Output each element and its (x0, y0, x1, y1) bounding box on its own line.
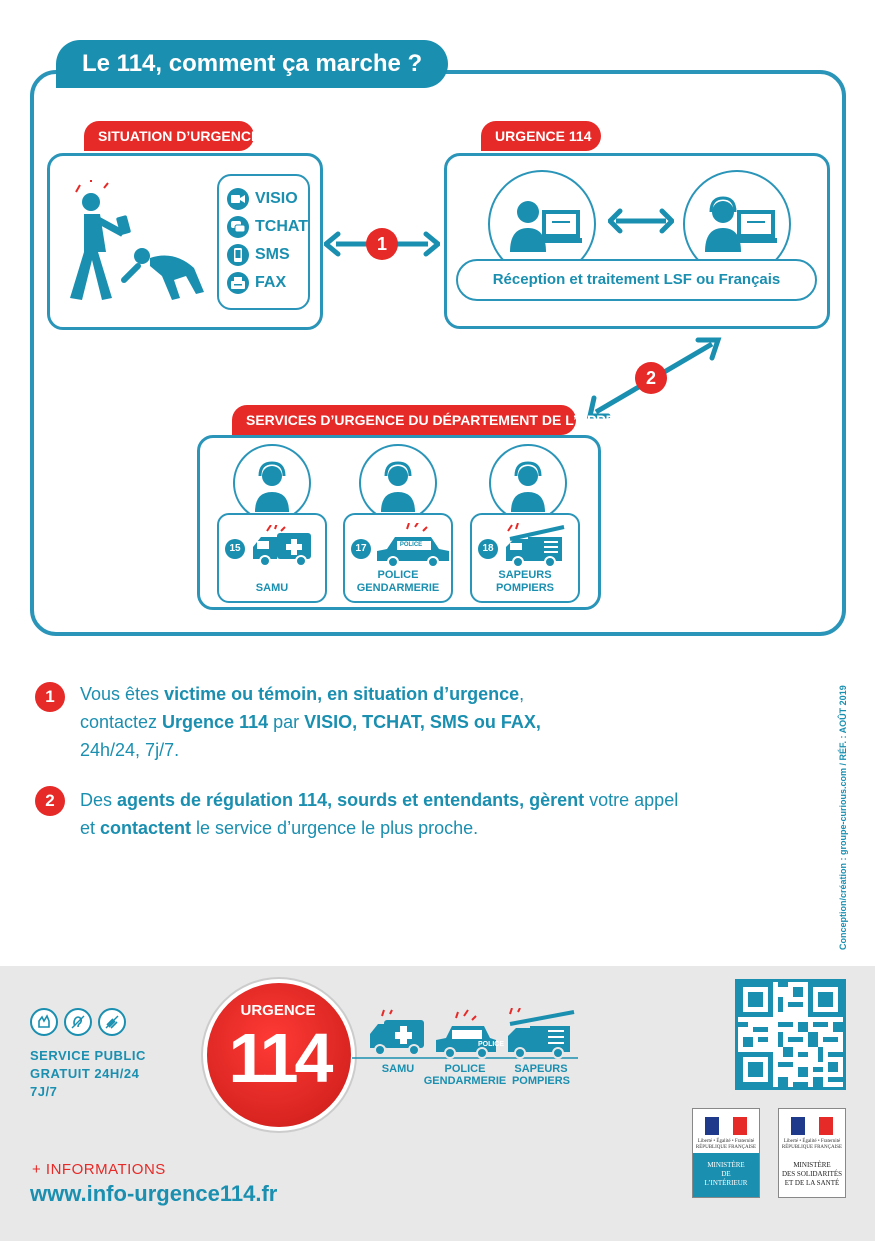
police-operator-circle (359, 444, 437, 522)
urgence-tag: URGENCE 114 (481, 121, 601, 151)
urgence-tag-number: 114 (568, 128, 592, 144)
samu-operator-circle (233, 444, 311, 522)
urgence-114-logo (207, 983, 351, 1127)
republique-francaise-text: Liberté • Égalité • Fraternité RÉPUBLIQU… (781, 1139, 843, 1150)
channel-label: VISIO (255, 190, 298, 207)
witness-and-victim-illustration (70, 180, 204, 300)
double-arrow-agents (608, 208, 674, 234)
channel-label: FAX (255, 274, 287, 291)
service-card-police: 17 POLICE POLICE GENDARMERIE (343, 513, 453, 603)
urgence-tag-prefix: URGENCE (495, 128, 569, 144)
french-flag-icon (705, 1117, 747, 1135)
ministry-interieur-logo: Liberté • Égalité • Fraternité RÉPUBLIQU… (692, 1108, 760, 1198)
explanation-1-badge: 1 (35, 682, 65, 712)
channel-fax: FAX (227, 272, 286, 294)
explanation-1: Vous êtes victime ou témoin, en situatio… (80, 680, 800, 764)
fire-truck-icon (508, 1008, 575, 1059)
operator-headset-icon (511, 461, 545, 512)
info-url-link[interactable]: www.info-urgence114.fr (30, 1181, 278, 1206)
chat-bubble-icon (227, 216, 249, 238)
footer-vehicle-label-police: POLICE GENDARMERIE (423, 1063, 507, 1087)
ministry-sante-logo: Liberté • Égalité • Fraternité RÉPUBLIQU… (778, 1108, 846, 1198)
service-card-pompiers: 18 SAPEURS POMPIERS (470, 513, 580, 603)
speech-impaired-icon (98, 1008, 126, 1036)
police-badge-text: POLICE (399, 542, 423, 548)
channels-panel: VISIO TCHAT SMS FAX (217, 174, 310, 310)
explanation-2-line-1: Des agents de régulation 114, sourds et … (80, 790, 679, 810)
ministry-name: MINISTÈRE DES SOLIDARITÉS ET DE LA SANTÉ (781, 1161, 843, 1187)
french-flag-icon (791, 1117, 833, 1135)
police-car-icon (436, 1009, 496, 1059)
explanation-1-line-3: 24h/24, 7j/7. (80, 740, 180, 760)
fire-operator-circle (489, 444, 567, 522)
service-label: SAMU (255, 582, 289, 594)
channel-visio: VISIO (227, 188, 298, 210)
service-number: 18 (478, 539, 498, 559)
explanation-2-line-2: et contactent le service d’urgence le pl… (80, 818, 479, 838)
credit-line: Conception/création : groupe-curious.com… (838, 685, 848, 950)
situation-tag: SITUATION D’URGENCE (84, 121, 260, 151)
accessibility-icons (30, 1008, 126, 1036)
service-public-text: SERVICE PUBLIC GRATUIT 24H/24 7J/7 (30, 1048, 146, 1099)
footer-vehicle-label-pompiers: SAPEURS POMPIERS (511, 1063, 571, 1087)
ambulance-icon (253, 525, 311, 567)
fire-truck-icon (506, 523, 565, 568)
explanation-1-line-2: contactez Urgence 114 par VISIO, TCHAT, … (80, 712, 541, 732)
operator-headset-icon (381, 461, 415, 512)
explanation-2-badge: 2 (35, 786, 65, 816)
more-info-label: + INFORMATIONS (32, 1161, 166, 1178)
police-car-icon (377, 523, 449, 568)
ambulance-icon (370, 1009, 424, 1056)
video-camera-icon (227, 188, 249, 210)
sign-language-icon (30, 1008, 58, 1036)
footer-vehicles (352, 1008, 578, 1059)
channel-label: SMS (255, 246, 290, 263)
logo-urgence-label: URGENCE (240, 1002, 316, 1019)
service-number: 15 (225, 539, 245, 559)
explanation-2: Des agents de régulation 114, sourds et … (80, 786, 800, 842)
logo-114-number: 114 (228, 1019, 334, 1097)
ministry-name: MINISTÈRE DE L’INTÉRIEUR (704, 1161, 748, 1187)
reception-pill: Réception et traitement LSF ou Français (456, 259, 817, 301)
channel-sms: SMS (227, 244, 290, 266)
mobile-phone-icon (227, 244, 249, 266)
agent-with-laptop-icon (510, 201, 582, 252)
service-label: SAPEURS POMPIERS (495, 569, 555, 594)
step-2-badge: 2 (635, 362, 667, 394)
services-tag: SERVICES D’URGENCE DU DÉPARTEMENT DE L’A… (232, 405, 624, 435)
republique-francaise-text: Liberté • Égalité • Fraternité RÉPUBLIQU… (695, 1139, 757, 1150)
service-number: 17 (351, 539, 371, 559)
footer-police-badge-text: POLICE (477, 1041, 505, 1048)
qr-code[interactable] (735, 979, 846, 1090)
footer-vehicle-label-samu: SAMU (381, 1063, 415, 1075)
hearing-icon (64, 1008, 92, 1036)
qr-code-pattern (738, 982, 843, 1087)
service-label: POLICE GENDARMERIE (356, 569, 440, 594)
channel-label: TCHAT (255, 218, 309, 235)
step-1-badge: 1 (366, 228, 398, 260)
channel-tchat: TCHAT (227, 216, 308, 238)
page-title: Le 114, comment ça marche ? (56, 40, 449, 88)
fax-icon (227, 272, 249, 294)
operator-headset-icon (255, 461, 289, 512)
service-card-samu: 15 SAMU (217, 513, 327, 603)
explanation-1-line-1: Vous êtes victime ou témoin, en situatio… (80, 684, 525, 704)
agent-headset-with-laptop-icon (705, 196, 777, 252)
